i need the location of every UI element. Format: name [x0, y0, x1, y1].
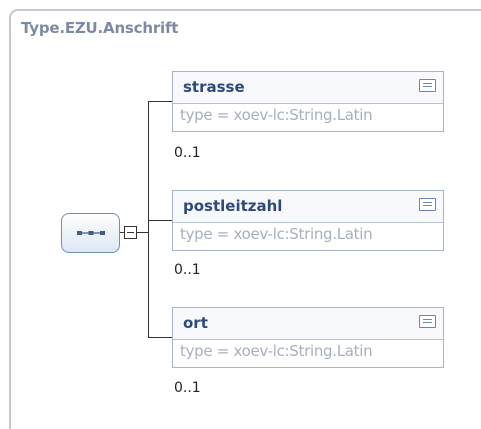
element-box-strasse[interactable]: strasse type = xoev-lc:String.Latin	[172, 71, 444, 132]
connector-line	[148, 337, 172, 339]
sequence-compositor-icon	[76, 231, 105, 235]
collapse-toggle[interactable]	[124, 226, 137, 239]
multiplicity-label: 0..1	[174, 380, 201, 396]
element-name: strasse	[183, 78, 245, 96]
connector-line	[148, 101, 172, 103]
element-name: ort	[183, 314, 208, 332]
branch-line	[148, 101, 150, 338]
element-header: strasse	[173, 72, 443, 104]
element-name: postleitzahl	[183, 197, 283, 215]
sequence-compositor[interactable]	[61, 213, 120, 253]
element-type: type = xoev-lc:String.Latin	[180, 106, 373, 124]
element-type: type = xoev-lc:String.Latin	[180, 225, 373, 243]
connector-line	[120, 232, 124, 234]
element-header: ort	[173, 308, 443, 340]
connector-line	[137, 232, 149, 234]
complex-type-frame	[9, 9, 481, 429]
element-type: type = xoev-lc:String.Latin	[180, 342, 373, 360]
multiplicity-label: 0..1	[174, 262, 201, 278]
documentation-icon[interactable]	[419, 79, 436, 92]
element-box-postleitzahl[interactable]: postleitzahl type = xoev-lc:String.Latin	[172, 190, 444, 251]
documentation-icon[interactable]	[419, 315, 436, 328]
element-box-ort[interactable]: ort type = xoev-lc:String.Latin	[172, 307, 444, 368]
multiplicity-label: 0..1	[174, 145, 201, 161]
element-header: postleitzahl	[173, 191, 443, 223]
documentation-icon[interactable]	[419, 198, 436, 211]
connector-line	[148, 220, 172, 222]
complex-type-title: Type.EZU.Anschrift	[21, 19, 179, 37]
